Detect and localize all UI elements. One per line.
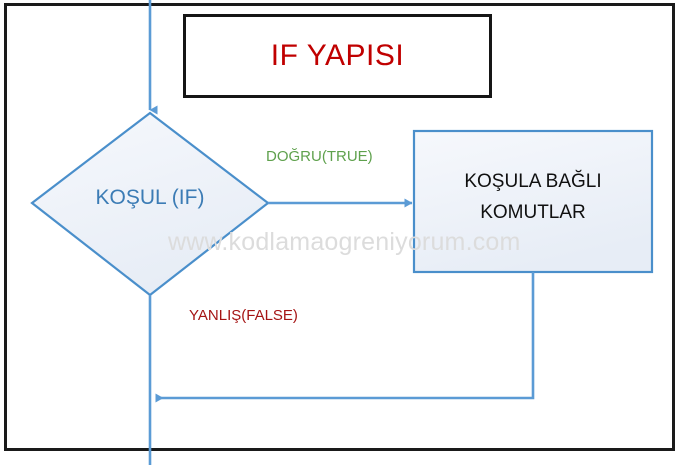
connector-merge-return [155, 272, 535, 403]
watermark-text: www.kodlamaogreniyorum.com [168, 228, 521, 256]
decision-node-label: KOŞUL (IF) [95, 186, 205, 209]
edge-label-false: YANLIŞ(FALSE) [189, 307, 298, 324]
diagram-outer-frame [4, 3, 675, 451]
title-box: IF YAPISI [183, 14, 492, 98]
process-rectangle [412, 129, 654, 274]
page-title: IF YAPISI [270, 39, 405, 72]
process-node-label-line2: KOMUTLAR [480, 202, 586, 223]
process-node-label: KOŞULA BAĞLI KOMUTLAR [414, 166, 652, 228]
edge-label-true: DOĞRU(TRUE) [266, 148, 373, 165]
process-node-label-line1: KOŞULA BAĞLI [464, 171, 602, 192]
